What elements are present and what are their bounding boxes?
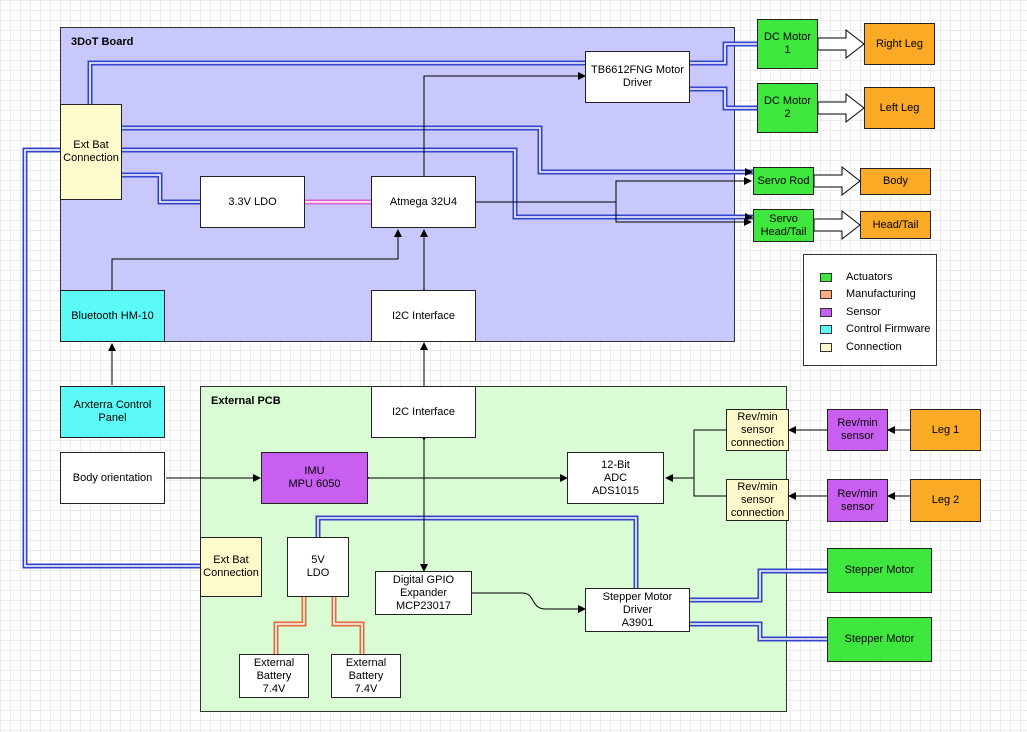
i2c-interface-bottom-block: I2C Interface	[371, 386, 476, 438]
revmin-sensor-connection-1-block: Rev/min sensor connection	[726, 409, 789, 451]
legend-label-manufacturing: Manufacturing	[846, 288, 916, 300]
stepper-motor-1-block: Stepper Motor	[827, 548, 932, 593]
ldo-3v3-block: 3.3V LDO	[200, 176, 305, 228]
legend-label-control-firmware: Control Firmware	[846, 323, 931, 335]
bluetooth-hm10-block: Bluetooth HM-10	[60, 290, 165, 342]
legend-swatch-connection	[820, 342, 832, 352]
revmin-sensor-2-block: Rev/min sensor	[827, 479, 888, 522]
left-leg-block: Left Leg	[864, 87, 935, 129]
body-orientation-block: Body orientation	[60, 452, 165, 504]
right-leg-block: Right Leg	[864, 23, 935, 65]
arxterra-control-panel-block: Arxterra Control Panel	[60, 386, 165, 438]
legend-swatch-control-firmware	[820, 324, 832, 334]
legend-swatch-actuators	[820, 272, 832, 282]
leg-2-block: Leg 2	[910, 479, 981, 522]
leg-1-block: Leg 1	[910, 409, 981, 451]
digital-gpio-expander-block: Digital GPIO Expander MCP23017	[375, 571, 472, 615]
3dot-board-title: 3DoT Board	[71, 36, 134, 48]
revmin-sensor-connection-2-block: Rev/min sensor connection	[726, 479, 789, 521]
adc-ads1015-block: 12-Bit ADC ADS1015	[567, 452, 664, 504]
servo-rod-block: Servo Rod	[753, 167, 814, 195]
legend-item-control-firmware: Control Firmware	[820, 322, 930, 336]
legend-label-actuators: Actuators	[846, 271, 893, 283]
arrowhead-servo-head	[745, 213, 753, 221]
actuator-output-arrows	[813, 28, 865, 241]
ext-bat-connection-top: Ext Bat Connection	[60, 104, 122, 200]
legend: Actuators Manufacturing Sensor Control F…	[803, 254, 937, 366]
atmega-32u4-block: Atmega 32U4	[371, 176, 476, 228]
revmin-sensor-1-block: Rev/min sensor	[827, 409, 888, 451]
dc-motor-2-block: DC Motor 2	[757, 83, 818, 133]
legend-item-manufacturing: Manufacturing	[820, 287, 916, 301]
legend-label-sensor: Sensor	[846, 306, 881, 318]
head-tail-block: Head/Tail	[860, 211, 931, 239]
external-battery-1-block: External Battery 7.4V	[239, 654, 309, 698]
ext-bat-connection-bottom: Ext Bat Connection	[200, 537, 262, 597]
imu-mpu6050-block: IMU MPU 6050	[261, 452, 368, 504]
arrowhead-servo-rod	[745, 168, 753, 176]
external-battery-2-block: External Battery 7.4V	[331, 654, 401, 698]
i2c-interface-top-block: I2C Interface	[371, 290, 476, 342]
ldo-5v-block: 5V LDO	[287, 537, 349, 597]
tb6612fng-motor-driver-block: TB6612FNG Motor Driver	[585, 51, 690, 103]
legend-item-connection: Connection	[820, 340, 902, 354]
dc-motor-1-block: DC Motor 1	[757, 19, 818, 69]
legend-swatch-manufacturing	[820, 289, 832, 299]
stepper-motor-2-block: Stepper Motor	[827, 617, 932, 662]
legend-label-connection: Connection	[846, 341, 902, 353]
servo-head-tail-block: Servo Head/Tail	[753, 209, 814, 242]
body-block: Body	[860, 168, 931, 195]
legend-swatch-sensor	[820, 307, 832, 317]
legend-item-actuators: Actuators	[820, 270, 892, 284]
external-pcb-title: External PCB	[211, 395, 281, 407]
legend-item-sensor: Sensor	[820, 305, 881, 319]
stepper-motor-driver-block: Stepper Motor Driver A3901	[585, 588, 690, 632]
